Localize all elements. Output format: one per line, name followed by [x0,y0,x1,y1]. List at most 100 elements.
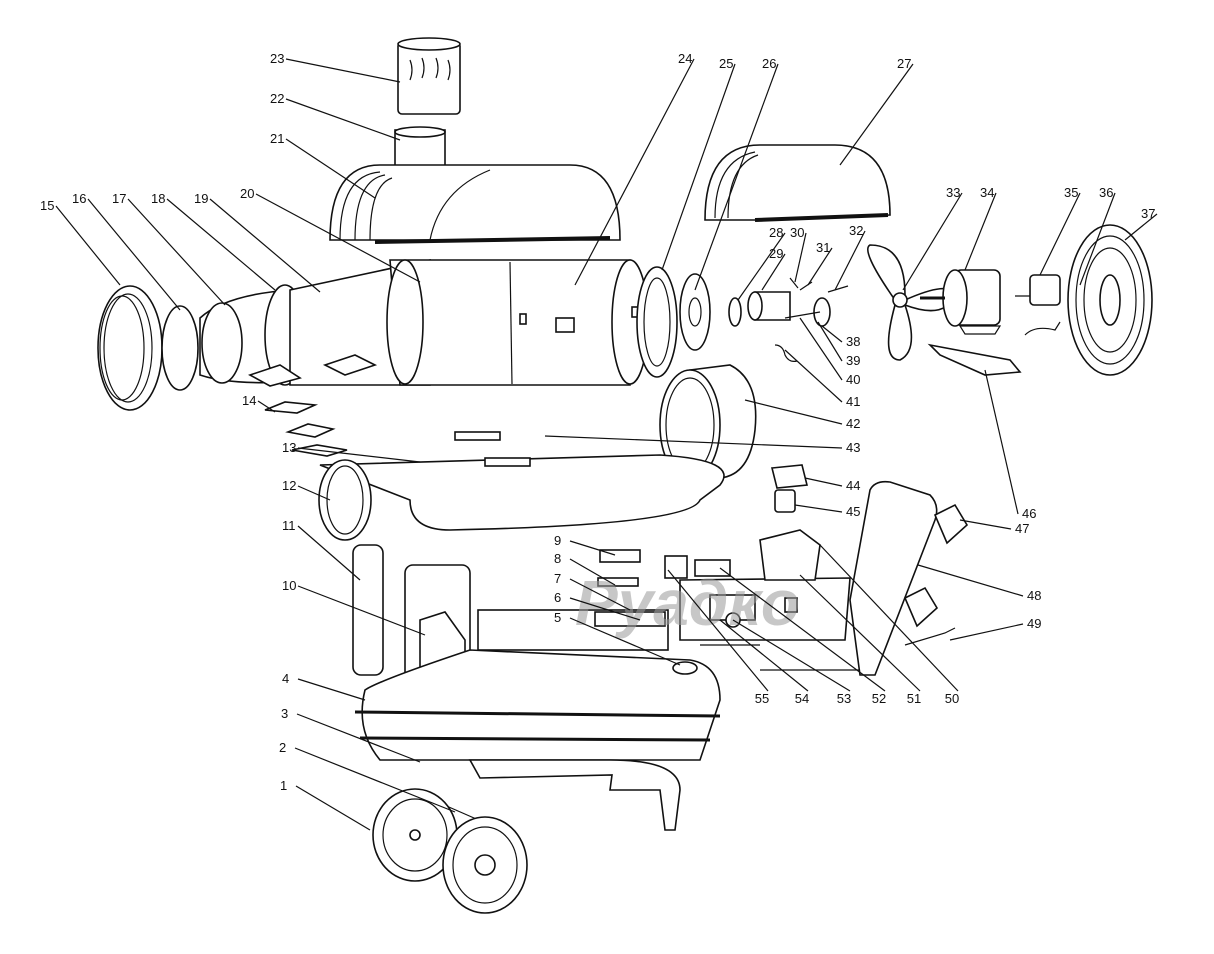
leader-line [784,349,843,403]
part-motor-bracket [927,343,1022,376]
part-number-label: 55 [755,691,769,706]
part-number-label: 5 [554,610,561,625]
callout-30: 30 [790,225,807,283]
part-number-label: 23 [270,51,284,66]
part-number-label: 32 [849,223,863,238]
callout-29: 29 [761,246,786,291]
leader-line [949,623,1024,641]
callout-24: 24 [574,51,695,286]
callout-36: 36 [1079,185,1116,286]
leader-line [799,574,921,692]
leader-line [257,400,276,413]
part-number-label: 1 [280,778,287,793]
part-number-label: 6 [554,590,561,605]
part-number-label: 49 [1027,616,1041,631]
part-number-label: 33 [946,185,960,200]
leader-line [544,435,843,449]
leader-line [799,317,843,381]
leader-line [569,558,616,586]
part-number-label: 14 [242,393,256,408]
part-number-label: 22 [270,91,284,106]
part-pump [1015,274,1061,336]
leader-line [737,232,786,301]
part-cart-and-wheels [372,759,681,914]
leader-line [294,747,456,813]
part-number-label: 44 [846,478,860,493]
leader-line [984,369,1019,515]
leader-line [819,544,959,692]
leader-line [297,485,331,501]
part-number-label: 40 [846,372,860,387]
callout-33: 33 [902,185,963,291]
leader-line [732,619,851,692]
callout-54: 54 [719,619,809,706]
part-number-label: 13 [282,440,296,455]
part-number-label: 48 [1027,588,1041,603]
leader-line [297,678,366,701]
part-brackets-13-14 [264,401,348,457]
leader-line [87,198,181,311]
part-number-label: 41 [846,394,860,409]
part-number-label: 2 [279,740,286,755]
leader-line [821,325,843,343]
part-top-shell [329,164,621,244]
part-number-label: 19 [194,191,208,206]
callout-21: 21 [270,131,376,199]
part-chimney-adapter [394,126,446,171]
part-number-label: 18 [151,191,165,206]
part-motor [920,269,1002,335]
callout-48: 48 [917,564,1041,603]
part-number-label: 47 [1015,521,1029,536]
part-number-label: 26 [762,56,776,71]
callout-35: 35 [1039,185,1081,276]
part-number-label: 17 [112,191,126,206]
callout-4: 4 [282,671,366,701]
callout-42: 42 [744,399,860,431]
callout-55: 55 [667,569,769,706]
leader-line [255,193,421,283]
part-number-label: 12 [282,478,296,493]
callout-11: 11 [282,518,361,581]
part-number-label: 35 [1064,185,1078,200]
callout-8: 8 [554,551,616,586]
leader-line [569,540,616,556]
leader-line [839,63,914,166]
leader-line [297,585,426,636]
leader-line [661,63,736,271]
callout-43: 43 [544,435,860,455]
parts-drawing [97,37,1153,914]
watermark: Руадко [575,567,800,639]
leader-line [902,192,963,291]
callout-31: 31 [807,240,833,286]
part-front-rings [97,259,431,411]
part-number-label: 11 [282,518,296,533]
part-rear-rings [636,266,711,378]
leader-line [574,58,695,286]
leader-line [694,63,779,291]
part-number-label: 53 [837,691,851,706]
leader-line [807,247,833,286]
callout-16: 16 [72,191,181,311]
part-number-label: 37 [1141,206,1155,221]
part-number-label: 51 [907,691,921,706]
callout-41: 41 [784,349,860,409]
part-main-body [386,259,649,386]
part-number-label: 8 [554,551,561,566]
part-number-label: 28 [769,225,783,240]
callout-50: 50 [819,544,959,706]
callout-18: 18 [151,191,276,291]
callout-23: 23 [270,51,401,83]
callout-28: 28 [737,225,786,301]
callout-17: 17 [112,191,226,306]
callout-45: 45 [794,504,860,519]
part-chimney-cap [397,37,461,115]
part-number-label: 54 [795,691,809,706]
leader-line [959,519,1012,530]
part-number-label: 4 [282,671,289,686]
callout-46: 46 [984,369,1036,521]
part-number-label: 25 [719,56,733,71]
part-number-label: 9 [554,533,561,548]
part-number-label: 52 [872,691,886,706]
callout-15: 15 [40,198,121,286]
